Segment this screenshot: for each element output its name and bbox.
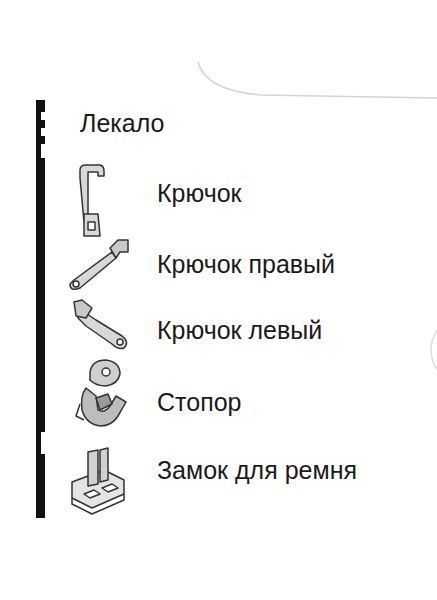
hook-icon bbox=[80, 165, 104, 236]
right-hook-icon bbox=[70, 240, 128, 289]
decor-arc bbox=[198, 62, 437, 98]
stopper-icon bbox=[76, 360, 126, 426]
part-label-box: Стопор bbox=[157, 389, 241, 417]
part-label-box: Лекало bbox=[80, 110, 164, 138]
part-label-box: Крючок bbox=[157, 180, 242, 208]
part-label: Лекало bbox=[80, 109, 164, 137]
part-label: Замок для ремня bbox=[157, 456, 357, 484]
part-label-box: Замок для ремня bbox=[157, 457, 357, 485]
part-label: Стопор bbox=[157, 388, 241, 416]
part-label: Крючок bbox=[157, 179, 242, 207]
part-label: Крючок левый bbox=[157, 316, 322, 344]
belt-lock-icon bbox=[72, 448, 124, 514]
part-label-box: Крючок левый bbox=[157, 317, 322, 345]
decor-arc bbox=[431, 330, 437, 370]
left-hook-icon bbox=[74, 300, 127, 349]
template-bar bbox=[36, 100, 45, 518]
part-label: Крючок правый bbox=[157, 250, 335, 278]
part-label-box: Крючок правый bbox=[157, 251, 335, 279]
